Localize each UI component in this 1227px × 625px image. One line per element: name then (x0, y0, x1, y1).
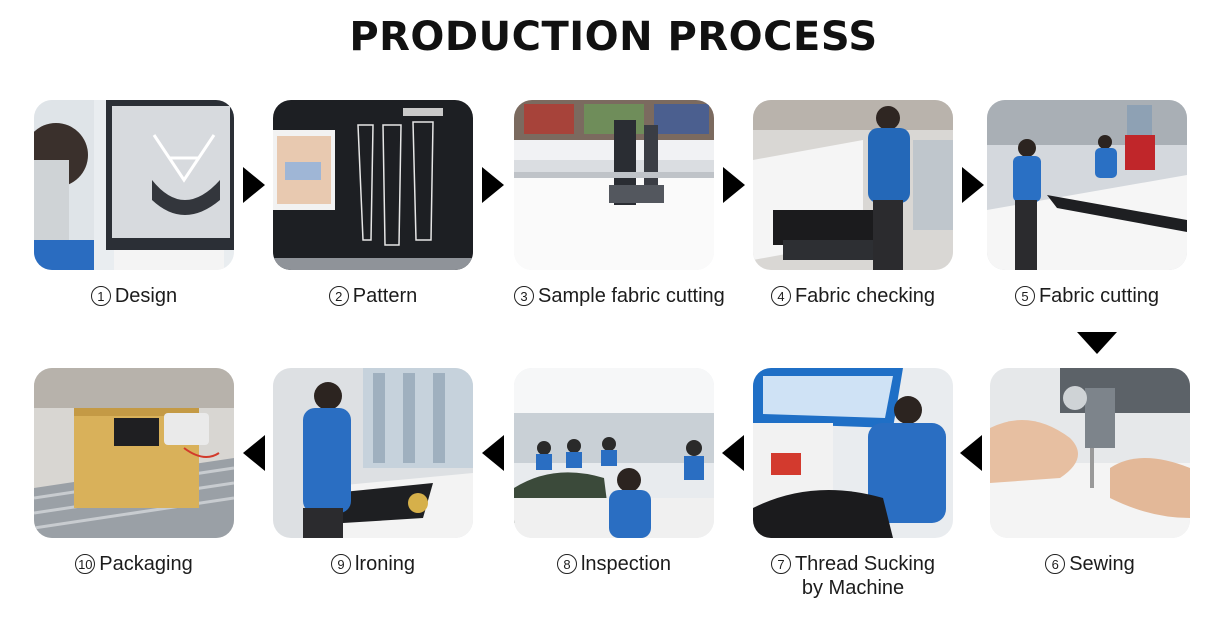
arrow-right-icon (962, 167, 984, 203)
arrow-left-icon (722, 435, 744, 471)
arrow-right-icon (482, 167, 504, 203)
ironing-photo (273, 368, 473, 538)
arrow-right-icon (243, 167, 265, 203)
design-photo (34, 100, 234, 270)
sewing-photo (990, 368, 1190, 538)
fabric-checking-photo (753, 100, 953, 270)
page-title: PRODUCTION PROCESS (349, 14, 878, 60)
arrow-left-icon (243, 435, 265, 471)
pattern-photo (273, 100, 473, 270)
packaging-photo (34, 368, 234, 538)
fabric-cutting-photo (987, 100, 1187, 270)
arrow-left-icon (482, 435, 504, 471)
arrow-right-icon (723, 167, 745, 203)
arrow-left-icon (960, 435, 982, 471)
cutting-machine-photo (514, 100, 714, 270)
thread-sucking-photo (753, 368, 953, 538)
inspection-photo (514, 368, 714, 538)
arrow-down-icon (1077, 332, 1117, 354)
